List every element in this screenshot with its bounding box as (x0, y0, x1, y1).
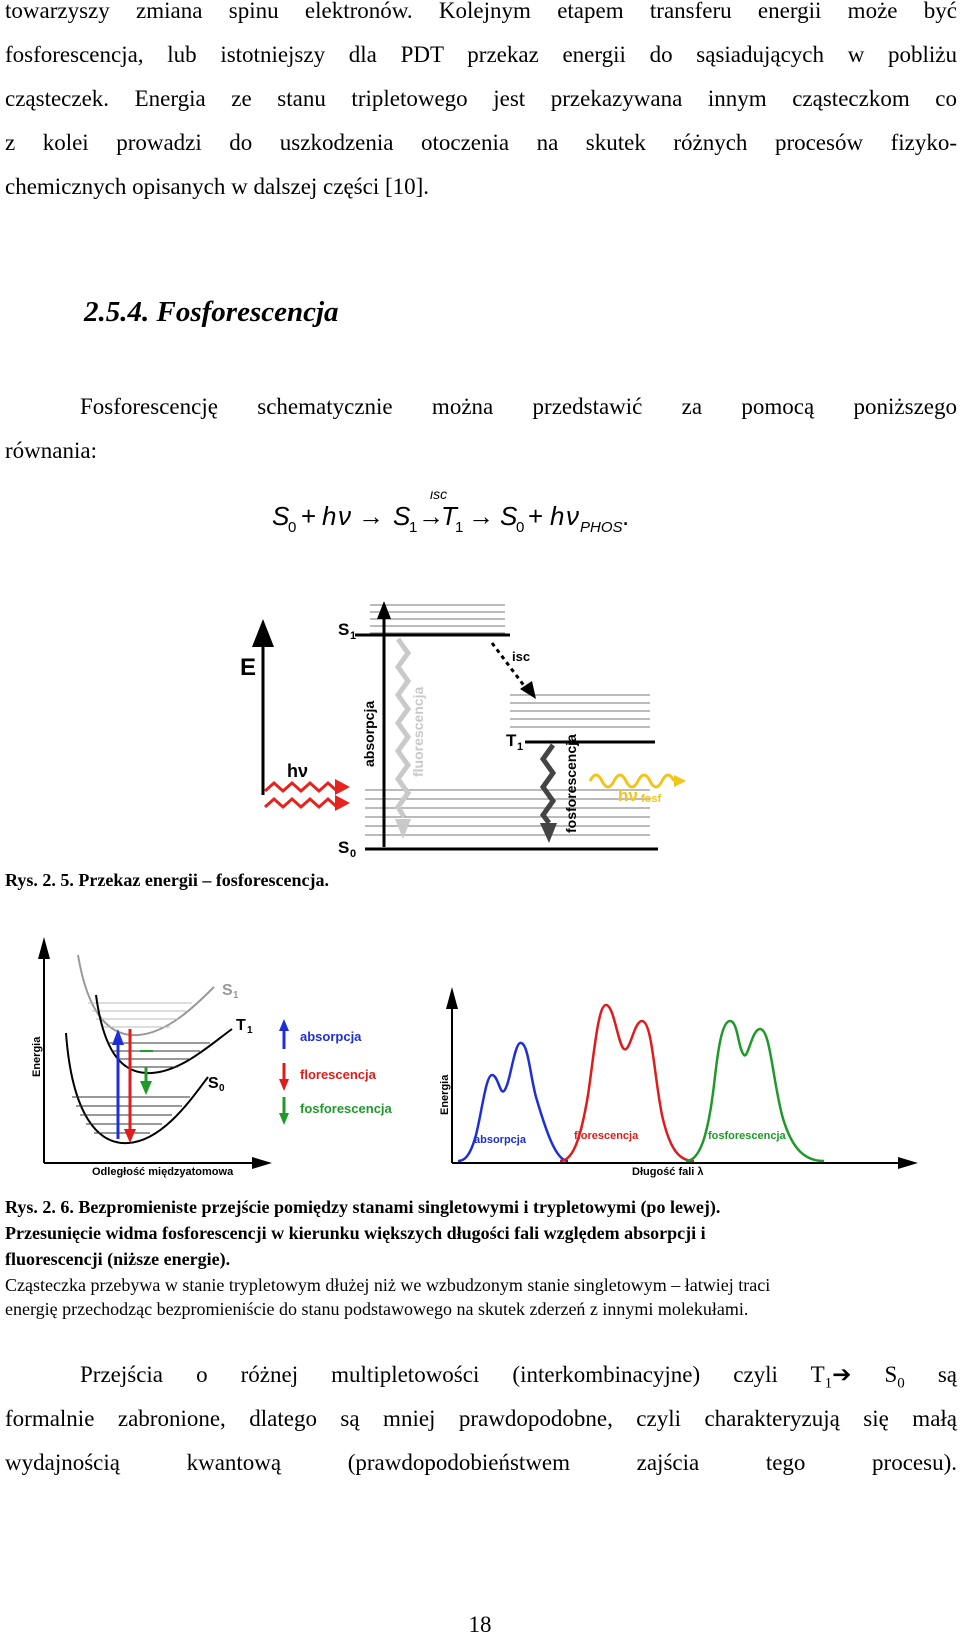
final-line-1-sub-0: 0 (897, 1375, 905, 1392)
eq-t1-symbol: T (441, 501, 459, 531)
spectrum-label-fosforescencja: fosforescencja (708, 1130, 787, 1142)
s1-curve-label: S (222, 982, 233, 999)
phosphorescence-equation: isc S 0 + h ν → S 1 → T 1 → S 0 + h ν PH… (272, 490, 629, 536)
phosphorescence-spectrum (685, 1019, 825, 1163)
equation-intro-line-2: równania: (5, 438, 97, 463)
equation-intro-line-1: Fosforescencję schematycznie można przed… (80, 394, 957, 419)
figure-2-6-potential-curves-and-spectra: Energia Odległość międzyatomowa S 1 T 1 (31, 937, 918, 1178)
energia-axis-right: Energia (439, 1074, 451, 1115)
eq-isc-label: isc (430, 490, 447, 502)
eq-nu-2: ν (566, 501, 579, 531)
eq-dot: . (622, 501, 629, 531)
eq-s0-symbol: S (272, 501, 290, 531)
final-line-1-sub-1: 1 (824, 1375, 833, 1392)
intro-line-3: cząsteczek. Energia ze stanu tripletoweg… (5, 86, 957, 111)
eq-t1-sub: 1 (455, 519, 463, 536)
final-line-2: formalnie zabronione, dlatego są mniej p… (5, 1406, 957, 1431)
final-line-1-text-b: S (851, 1362, 898, 1387)
energy-axis: E (240, 619, 274, 795)
eq-s0b-symbol: S (500, 501, 518, 531)
final-line-1-arrow: ➔ (832, 1362, 852, 1387)
s1-label: S (338, 620, 349, 639)
eq-arrow-1: → (358, 501, 384, 531)
incoming-photon-hv: hν (264, 761, 350, 811)
figure-2-5-caption: Rys. 2. 5. Przekaz energii – fosforescen… (5, 870, 329, 890)
eq-s1-symbol: S (393, 501, 411, 531)
spectra-panel: Energia Długość fali λ absorpcja floresc… (439, 987, 918, 1178)
legend-fosforescencja: fosforescencja (300, 1101, 393, 1116)
s0-label-sub: 0 (350, 848, 356, 860)
energia-axis-left: Energia (31, 1036, 43, 1077)
eq-phos-sub: PHOS (580, 519, 623, 536)
s1-curve-label-sub: 1 (233, 990, 239, 1001)
t1-label-sub: 1 (517, 741, 523, 753)
x-axis-left-label: Odległość międzyatomowa (92, 1166, 234, 1178)
final-line-1: Przejścia o różnej multipletowości (inte… (80, 1352, 957, 1407)
s1-levels (370, 604, 505, 634)
absorption-spectrum (457, 1041, 569, 1163)
hv-fosf-label: hν (618, 786, 638, 805)
s1-label-sub: 1 (350, 630, 356, 642)
isc-arrow: isc (490, 642, 536, 699)
eq-arrow-2: → (468, 501, 494, 531)
final-line-1-text-c: są (904, 1362, 957, 1387)
absorpcja-label: absorpcja (361, 701, 377, 767)
absorption-arrow: absorpcja (361, 601, 391, 847)
legend-florescencja: florescencja (300, 1067, 377, 1082)
transition-legend: absorpcja florescencja fosforescencja (279, 1019, 393, 1125)
figure-2-6-caption-line-1: Rys. 2. 6. Bezpromieniste przejście pomi… (5, 1197, 721, 1217)
intro-line-5: chemicznych opisanych w dalszej części [… (5, 174, 430, 199)
legend-absorpcja: absorpcja (300, 1029, 362, 1044)
eq-plus-2: + (528, 501, 543, 531)
spectrum-label-florescencja: florescencja (574, 1130, 639, 1142)
potential-curves-panel: Energia Odległość międzyatomowa S 1 T 1 (31, 937, 272, 1178)
final-line-3: wydajnością kwantową (prawdopodobieństwe… (5, 1450, 957, 1475)
phosphorescence-arrow: fosforescencja (539, 734, 579, 843)
t1-curve-label: T (236, 1017, 246, 1034)
eq-nu-1: ν (338, 501, 351, 531)
intro-line-4: z kolei prowadzi do uszkodzenia otoczeni… (5, 130, 957, 155)
figure-2-6-caption-line-5: energię przechodząc bezpromieniście do s… (5, 1299, 749, 1319)
eq-h-2: h (550, 501, 564, 531)
figure-2-6-caption-line-4: Cząsteczka przebywa w stanie trypletowym… (5, 1275, 771, 1295)
eq-plus-1: + (301, 501, 316, 531)
t1-curve-label-sub: 1 (247, 1025, 253, 1036)
eq-s0b-sub: 0 (516, 519, 524, 536)
s0-label: S (338, 838, 349, 857)
fluorescence-spectrum (559, 1003, 695, 1163)
page-number: 18 (468, 1612, 492, 1637)
eq-s0-sub: 0 (288, 519, 296, 536)
intro-line-1: towarzyszy zmiana spinu elektronów. Kole… (5, 0, 957, 23)
intro-line-2: fosforescencja, lub istotniejszy dla PDT… (5, 42, 957, 67)
fluorescence-arrow: fluorescencja (394, 637, 426, 839)
eq-arrow-isc: → (418, 501, 444, 531)
eq-s1-sub: 1 (409, 519, 417, 536)
energy-axis-label: E (240, 654, 256, 681)
hv-fosf-sub: fosf (641, 793, 662, 805)
figure-2-6-caption-line-2: Przesunięcie widma fosforescencji w kier… (5, 1223, 706, 1243)
fosforescencja-label: fosforescencja (563, 734, 579, 833)
section-heading: 2.5.4. Fosforescencja (84, 296, 339, 328)
x-axis-right-label: Długość fali λ (632, 1166, 704, 1178)
final-line-1-text-a: Przejścia o różnej multipletowości (inte… (80, 1362, 825, 1387)
fluorescencja-label: fluorescencja (410, 687, 426, 777)
figure-2-6-caption-line-3: fluorescencji (niższe energie). (5, 1249, 231, 1269)
s0-curve-label: S (208, 1075, 219, 1092)
t1-label: T (506, 731, 517, 750)
eq-h-1: h (322, 501, 336, 531)
isc-label: isc (512, 649, 530, 664)
t1-levels (510, 694, 650, 728)
figure-2-5-jablonski-diagram: E S 1 T 1 S 0 absorpcja (240, 601, 686, 860)
s0-levels (365, 789, 650, 836)
s0-curve-label-sub: 0 (219, 1083, 225, 1094)
spectrum-label-absorpcja: absorpcja (474, 1134, 527, 1146)
hv-label: hν (287, 761, 308, 781)
emitted-photon-hv-fosf: hν fosf (588, 773, 686, 805)
